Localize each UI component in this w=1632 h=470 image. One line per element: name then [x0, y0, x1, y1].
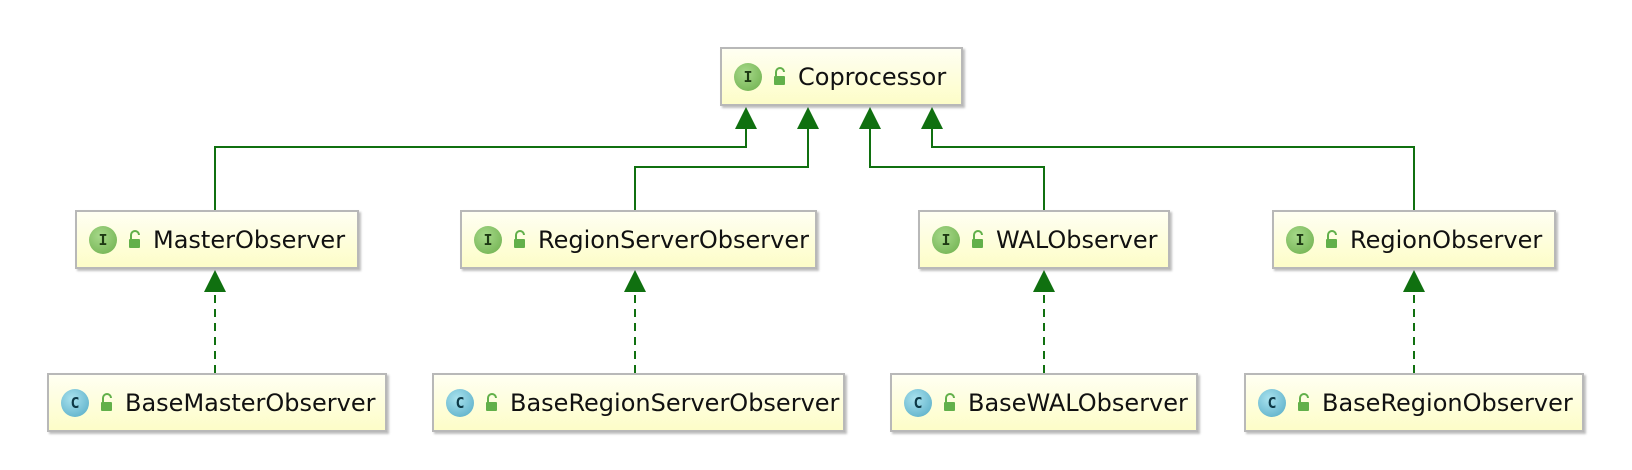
node-master-observer[interactable]: I MasterObserver — [75, 210, 359, 269]
edge-extends-wal_observer — [869, 129, 1045, 210]
interface-icon: I — [932, 225, 960, 254]
node-label: MasterObserver — [153, 225, 346, 254]
edge-extends-master_observer — [214, 129, 747, 210]
node-label: BaseMasterObserver — [125, 388, 376, 417]
arrowhead-master_observer — [735, 107, 757, 129]
public-lock-icon — [944, 392, 955, 411]
interface-icon: I — [474, 225, 502, 254]
interface-icon: I — [1286, 225, 1314, 254]
node-region-server-observer[interactable]: I RegionServerObserver — [460, 210, 817, 269]
arrowhead-region_observer — [921, 107, 943, 129]
node-base-master-observer[interactable]: C BaseMasterObserver — [47, 373, 387, 432]
node-wal-observer[interactable]: I WALObserver — [918, 210, 1170, 269]
public-lock-icon — [514, 229, 525, 248]
interface-icon: I — [734, 62, 762, 91]
arrowhead-region_server_observer — [797, 107, 819, 129]
node-label: Coprocessor — [798, 62, 947, 91]
public-lock-icon — [1326, 229, 1337, 248]
class-icon: C — [61, 388, 89, 417]
public-lock-icon — [129, 229, 140, 248]
class-icon: C — [446, 388, 474, 417]
node-base-wal-observer[interactable]: C BaseWALObserver — [890, 373, 1198, 432]
arrowhead-base_master_observer — [204, 270, 226, 292]
interface-icon: I — [89, 225, 117, 254]
node-label: BaseRegionServerObserver — [510, 388, 840, 417]
node-region-observer[interactable]: I RegionObserver — [1272, 210, 1556, 269]
node-label: BaseWALObserver — [968, 388, 1188, 417]
public-lock-icon — [1298, 392, 1309, 411]
node-coprocessor[interactable]: I Coprocessor — [720, 47, 963, 106]
arrowhead-base_region_server_observer — [624, 270, 646, 292]
edge-extends-region_server_observer — [634, 129, 809, 210]
arrowhead-wal_observer — [859, 107, 881, 129]
public-lock-icon — [774, 66, 785, 85]
node-label: BaseRegionObserver — [1322, 388, 1573, 417]
node-base-region-observer[interactable]: C BaseRegionObserver — [1244, 373, 1584, 432]
edge-extends-region_observer — [931, 129, 1415, 210]
node-label: RegionObserver — [1350, 225, 1543, 254]
arrowhead-base_wal_observer — [1033, 270, 1055, 292]
node-label: WALObserver — [996, 225, 1158, 254]
public-lock-icon — [972, 229, 983, 248]
node-base-region-server-observer[interactable]: C BaseRegionServerObserver — [432, 373, 845, 432]
node-label: RegionServerObserver — [538, 225, 809, 254]
abstract-class-icon: C — [1258, 388, 1286, 417]
public-lock-icon — [101, 392, 112, 411]
class-icon: C — [904, 388, 932, 417]
arrowhead-base_region_observer — [1403, 270, 1425, 292]
public-lock-icon — [486, 392, 497, 411]
